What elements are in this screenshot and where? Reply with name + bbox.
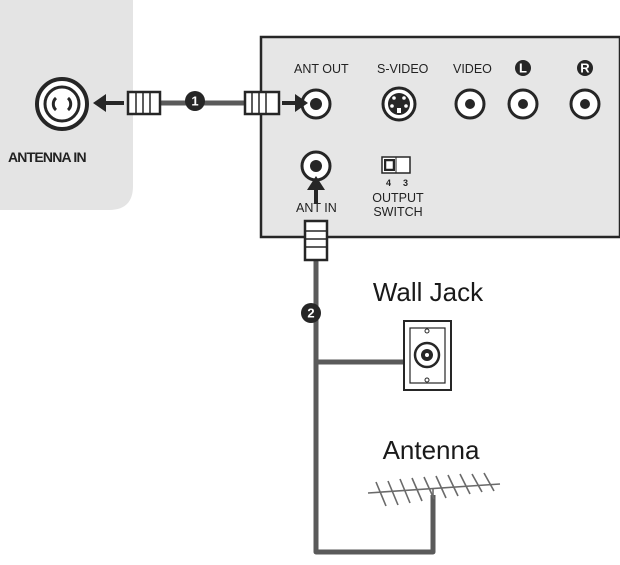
step-2-badge: 2 — [301, 303, 321, 323]
tv-antenna-in-label: ANTENNA IN — [8, 149, 87, 165]
step-1-label: 1 — [191, 94, 198, 109]
s-video-jack — [381, 86, 417, 122]
audio-l-label: L — [519, 61, 527, 76]
audio-r-badge: R — [577, 60, 593, 76]
step-1-badge: 1 — [185, 91, 205, 111]
audio-r-label: R — [580, 61, 590, 76]
output-switch — [381, 156, 411, 174]
cable-1: 1 — [93, 90, 308, 116]
device-panel: ANT OUT S-VIDEO VIDEO L R — [259, 35, 620, 239]
s-video-label: S-VIDEO — [377, 62, 429, 76]
switch-pos-3: 3 — [403, 178, 408, 188]
switch-pos-4: 4 — [386, 178, 391, 188]
cable-1-right-plug — [243, 90, 281, 116]
cable-2-plug — [303, 219, 329, 262]
wall-jack-label: Wall Jack — [373, 277, 484, 307]
antenna-icon — [367, 472, 501, 507]
arrow-up-icon — [307, 176, 325, 204]
wall-jack-icon — [403, 320, 452, 391]
ant-in-label: ANT IN — [296, 201, 337, 215]
video-label: VIDEO — [453, 62, 492, 76]
step-2-label: 2 — [307, 306, 314, 321]
switch-label-line1: OUTPUT — [372, 191, 424, 205]
tv-panel: ANTENNA IN — [0, 0, 133, 210]
video-jack — [454, 88, 486, 120]
audio-l-jack — [507, 88, 539, 120]
switch-label-line2: SWITCH — [373, 205, 422, 219]
antenna-label: Antenna — [383, 435, 480, 465]
arrow-left-icon — [93, 94, 124, 112]
audio-l-badge: L — [515, 60, 531, 76]
cable-1-left-plug — [126, 90, 162, 116]
ant-out-label: ANT OUT — [294, 62, 349, 76]
arrow-right-icon — [282, 94, 308, 112]
cable-2: 2 — [301, 176, 436, 555]
ant-in-jack — [300, 150, 332, 182]
tv-antenna-in-jack — [35, 77, 89, 131]
audio-r-jack — [569, 88, 601, 120]
